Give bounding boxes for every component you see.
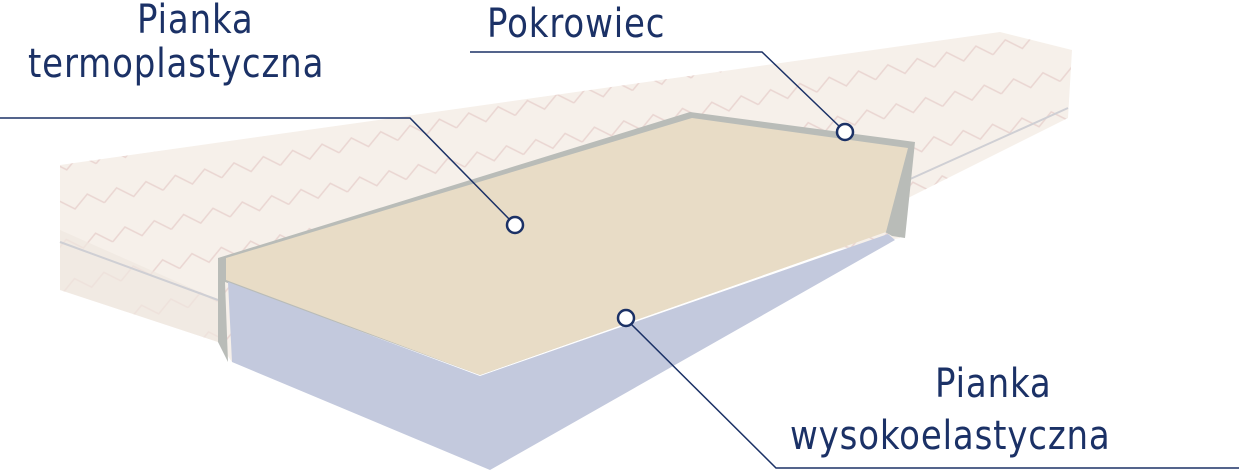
cover-callout-line	[470, 51, 841, 128]
cover-label: Pokrowiec	[487, 1, 666, 47]
cover-marker-icon	[835, 122, 855, 142]
hr-foam-layer	[228, 234, 895, 470]
hr-label-line1: Pianka	[935, 361, 1052, 407]
hr-label-line2: wysokoelastyczna	[790, 413, 1111, 459]
thermo-label-line1: Pianka	[137, 0, 254, 43]
hr-callout-line	[630, 323, 1239, 469]
hr-marker-icon	[616, 308, 636, 328]
thermo-callout-line	[0, 117, 511, 221]
callout-lines	[0, 51, 1239, 469]
thermo-marker-icon	[505, 215, 525, 235]
thermo-foam-layer	[226, 118, 908, 375]
thermo-label-line2: termoplastyczna	[28, 41, 325, 87]
